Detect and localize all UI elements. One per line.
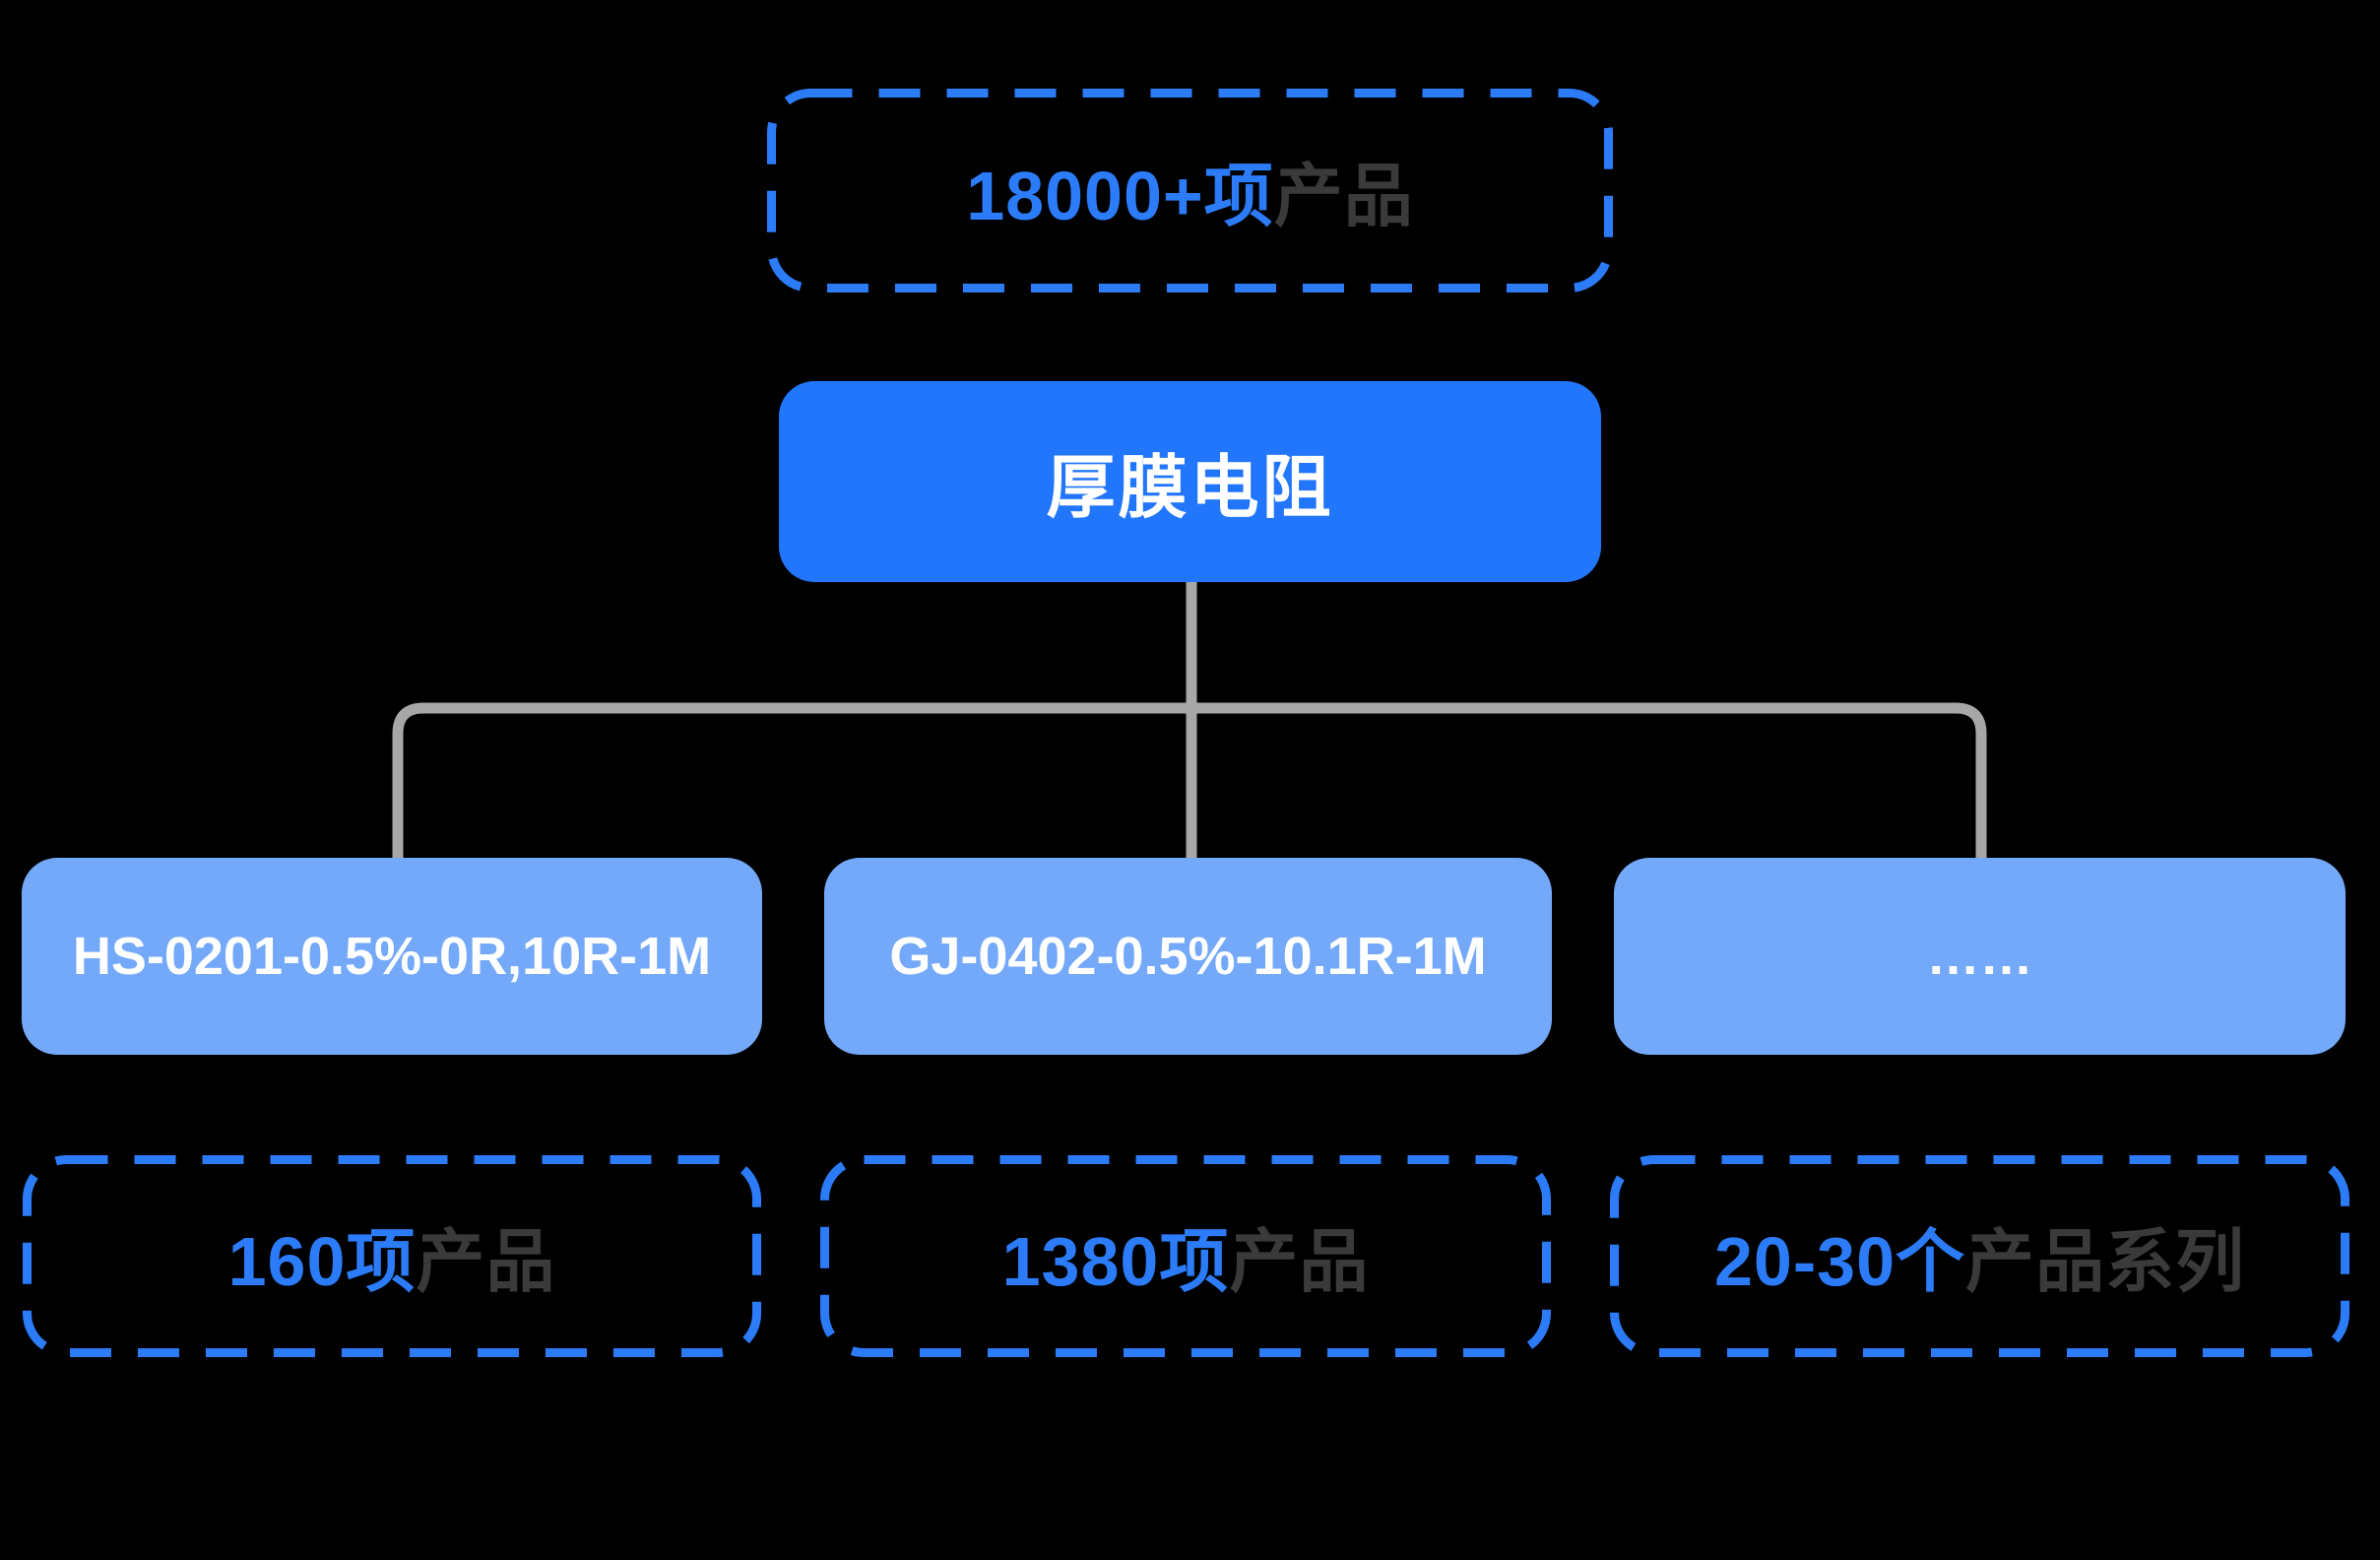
total-count-text: 18000+项 xyxy=(966,158,1274,234)
stat-badge-160: 160项产品 xyxy=(22,1154,762,1358)
stat-badge-20-30-series: 20-30个产品系列 xyxy=(1609,1154,2350,1358)
root-node-label: 厚膜电阻 xyxy=(1046,448,1334,526)
child-node-hs-0201: HS-0201-0.5%-0R,10R-1M xyxy=(22,858,762,1055)
stat-label: 20-30个产品系列 xyxy=(1714,1206,2245,1306)
dashed-border xyxy=(767,89,1613,292)
stat-label: 160项产品 xyxy=(228,1206,556,1306)
child-node-ellipsis: …… xyxy=(1614,858,2346,1055)
stat-label: 1380项产品 xyxy=(1002,1206,1370,1306)
stat-count-text: 20-30个 xyxy=(1713,1223,1966,1300)
dashed-border xyxy=(820,1155,1551,1357)
total-products-label: 18000+项产品 xyxy=(966,141,1414,240)
stat-unit-text: 产品 xyxy=(416,1223,556,1300)
child-node-label: HS-0201-0.5%-0R,10R-1M xyxy=(72,927,712,986)
stat-count-text: 160项 xyxy=(227,1223,417,1300)
child-node-label: GJ-0402-0.5%-10.1R-1M xyxy=(889,927,1487,986)
child-node-gj-0402: GJ-0402-0.5%-10.1R-1M xyxy=(824,858,1552,1055)
dashed-border xyxy=(1610,1155,2349,1357)
total-products-badge: 18000+项产品 xyxy=(766,88,1614,293)
root-node-thick-film-resistor: 厚膜电阻 xyxy=(779,381,1601,582)
stat-unit-text: 产品系列 xyxy=(1965,1223,2246,1300)
stat-unit-text: 产品 xyxy=(1229,1223,1370,1300)
dashed-border xyxy=(23,1155,761,1357)
total-unit-text: 产品 xyxy=(1273,158,1414,234)
child-node-label: …… xyxy=(1926,927,2033,986)
stat-count-text: 1380项 xyxy=(1001,1223,1230,1300)
stat-badge-1380: 1380项产品 xyxy=(819,1154,1552,1358)
